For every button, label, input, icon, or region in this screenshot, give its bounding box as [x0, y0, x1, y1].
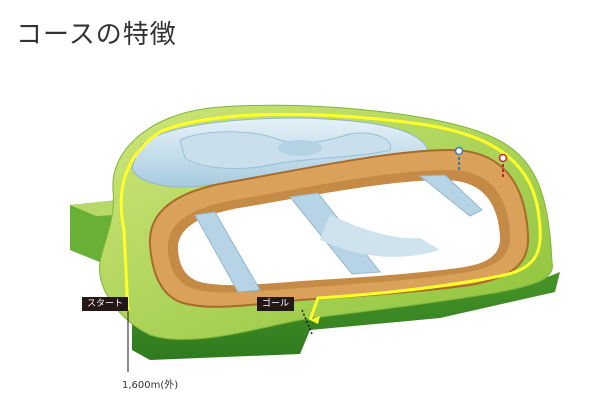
route-arrow — [310, 316, 320, 324]
goal-label: ゴール — [257, 297, 295, 311]
page-title: コースの特徴 — [16, 20, 177, 50]
infield-path — [418, 174, 483, 217]
race-route — [119, 112, 542, 321]
marker-red-icon — [498, 153, 508, 163]
goal-line — [301, 309, 313, 335]
distance-label: 1,600m(外) — [122, 380, 179, 391]
start-label: スタート — [82, 297, 129, 311]
infield-path — [194, 211, 261, 293]
marker-blue-icon — [454, 146, 464, 156]
